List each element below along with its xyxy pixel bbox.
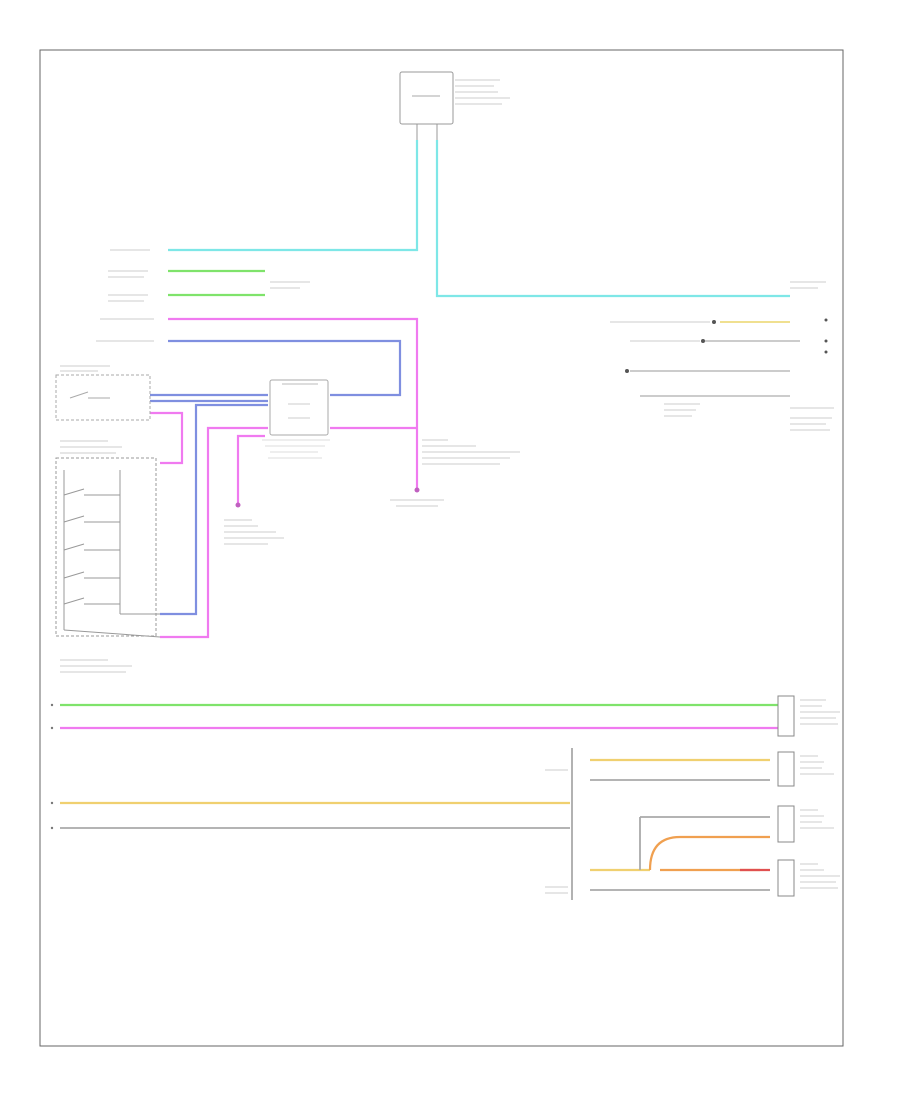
blue-wires [150, 339, 402, 616]
left-wire-label-ticks [96, 249, 310, 342]
left-switch-lower [55, 440, 161, 673]
gray-wire-lower [60, 748, 770, 900]
left-switch-upper [55, 365, 151, 421]
right-component-boxes [777, 695, 795, 897]
cyan-wires [168, 140, 790, 298]
top-control-module [399, 71, 510, 140]
diagram-frame [39, 49, 844, 1047]
splice-labels [224, 439, 520, 545]
green-wires-upper [168, 269, 265, 297]
splice-points [235, 487, 420, 508]
right-component-label-ticks [545, 699, 840, 894]
right-connector-dots [625, 318, 828, 373]
orange-wire-lower [648, 835, 770, 872]
right-connectors-upper [610, 281, 834, 431]
center-control-module [262, 379, 330, 459]
pink-wires [60, 317, 780, 730]
left-terminal-markers [50, 703, 54, 830]
yellow-wire-lower [60, 758, 770, 872]
